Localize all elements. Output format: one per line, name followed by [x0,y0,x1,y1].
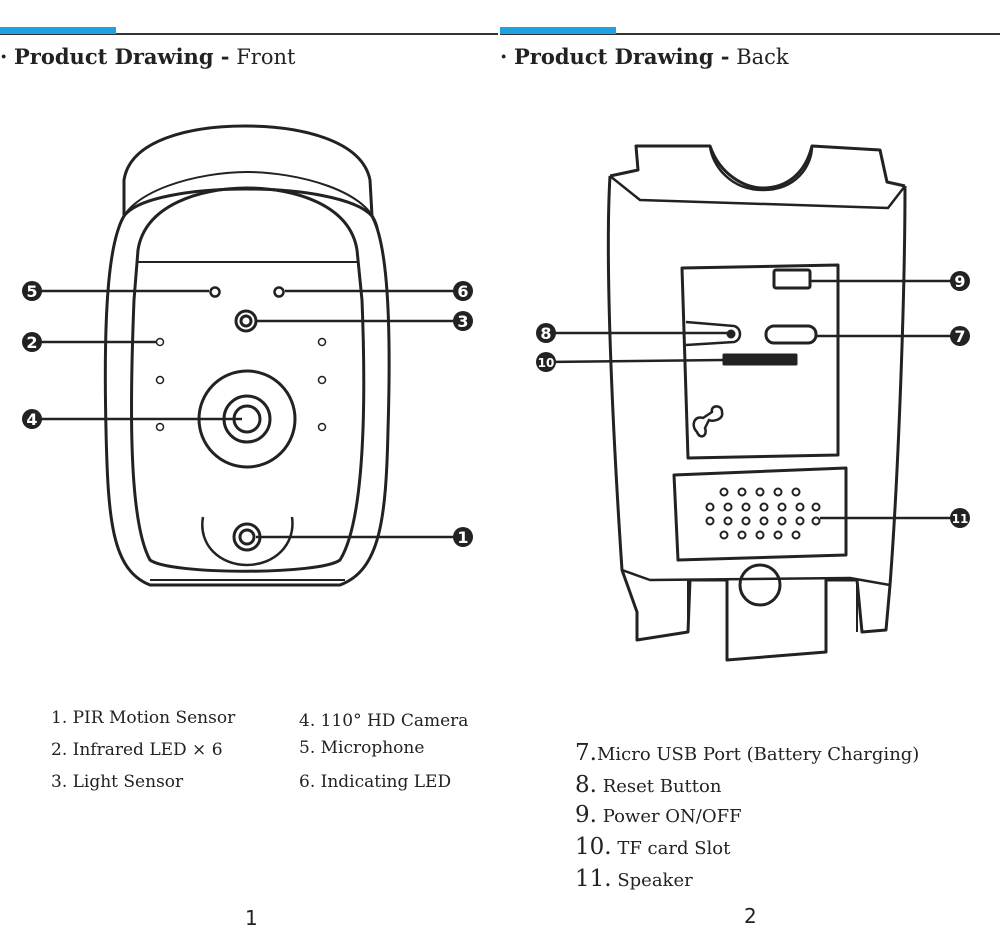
front-legend-item-2: 2. Infrared LED × 6 [51,740,223,760]
back-legend-text-9: Power ON/OFF [602,806,742,827]
front-legend-item-5: 5. Microphone [299,738,425,758]
right-header-accent [500,27,616,34]
back-keyhole [692,405,724,438]
callout-marker-2 [22,332,42,352]
front-legend-item-3: 3. Light Sensor [51,772,184,792]
front-legend-item-4: 4. 110° HD Camera [299,711,469,731]
front-heading: · Product Drawing - Front [0,44,295,69]
callout-marker-10 [536,352,556,372]
page-number-right: 2 [744,904,757,928]
right-header-rule [500,33,1000,35]
left-header-accent [0,27,116,34]
front-heading-bold: Product Drawing - [14,44,230,69]
callout-label-10: 10 [538,356,555,370]
back-usb-port [764,324,818,345]
callout-marker-4 [22,409,42,429]
back-legend-text-11: Speaker [617,870,693,891]
front-camera-drawing: 5 6 2 3 4 1 [22,124,473,587]
front-pir-housing [201,516,294,567]
callout-marker-6 [453,281,473,301]
back-legend-num-11: 11. [575,866,612,892]
front-indicator-led [273,286,285,298]
front-heading-bullet: · [0,44,8,69]
back-legend-text-7: Micro USB Port (Battery Charging) [596,744,920,765]
callout-marker-3 [453,311,473,331]
back-legend-item-10: 10. TF card Slot [575,834,730,860]
back-legend-item-7: 7.Micro USB Port (Battery Charging) [575,740,919,766]
callout-label-8: 8 [540,324,551,343]
front-heading-light: Front [236,45,296,69]
back-speaker-panel [672,466,848,562]
callout-label-7: 7 [954,327,965,346]
back-legend-text-10: TF card Slot [617,838,731,859]
back-top-cap [609,144,906,190]
callout-marker-5 [22,281,42,301]
callout-label-11: 11 [952,512,969,526]
front-microphone [209,286,221,298]
back-legend-text-8: Reset Button [602,776,722,797]
callout-label-6: 6 [457,282,468,301]
ir-led-6 [317,422,327,432]
front-face-rim [117,171,379,231]
callout-label-1: 1 [457,528,468,547]
callout-marker-11 [950,508,970,528]
back-speaker-holes [705,487,821,540]
ir-led-3 [155,422,165,432]
callout-label-9: 9 [954,272,965,291]
back-power-switch [772,268,812,290]
back-legend-num-7: 7. [575,740,597,766]
callout-label-4: 4 [26,410,37,429]
callout-marker-8 [536,323,556,343]
back-camera-drawing: 9 8 7 10 11 [536,144,970,662]
back-reset-slot [685,320,742,347]
callout-label-3: 3 [457,312,468,331]
ir-led-2 [155,375,165,385]
back-heading-bold: Product Drawing - [514,44,730,69]
callout-marker-7 [950,326,970,346]
back-legend-num-8: 8. [575,772,597,798]
ir-led-5 [317,375,327,385]
callout-label-2: 2 [26,333,37,352]
back-compartment [680,263,840,460]
callout-marker-9 [950,271,970,291]
back-heading-light: Back [736,45,789,69]
back-heading-bullet: · [500,44,508,69]
front-legend-item-6: 6. Indicating LED [299,772,452,792]
ir-led-1 [155,337,165,347]
back-legend-num-10: 10. [575,834,612,860]
back-tf-slot [722,353,798,366]
back-legend-item-8: 8. Reset Button [575,772,721,798]
back-mount-hole [738,563,782,607]
ir-led-4 [317,337,327,347]
front-legend-item-1: 1. PIR Motion Sensor [51,708,236,728]
front-outer-shell [103,124,391,587]
back-heading: · Product Drawing - Back [500,44,789,69]
left-header-rule [0,33,498,35]
callout-marker-1 [453,527,473,547]
back-legend-item-9: 9. Power ON/OFF [575,802,742,828]
back-main-body [606,175,907,662]
back-legend-item-11: 11. Speaker [575,866,693,892]
back-legend-num-9: 9. [575,802,597,828]
front-inner-face [129,186,366,573]
back-bottom-mount [621,568,891,587]
page-number-left: 1 [245,906,258,930]
callout-label-5: 5 [26,282,37,301]
